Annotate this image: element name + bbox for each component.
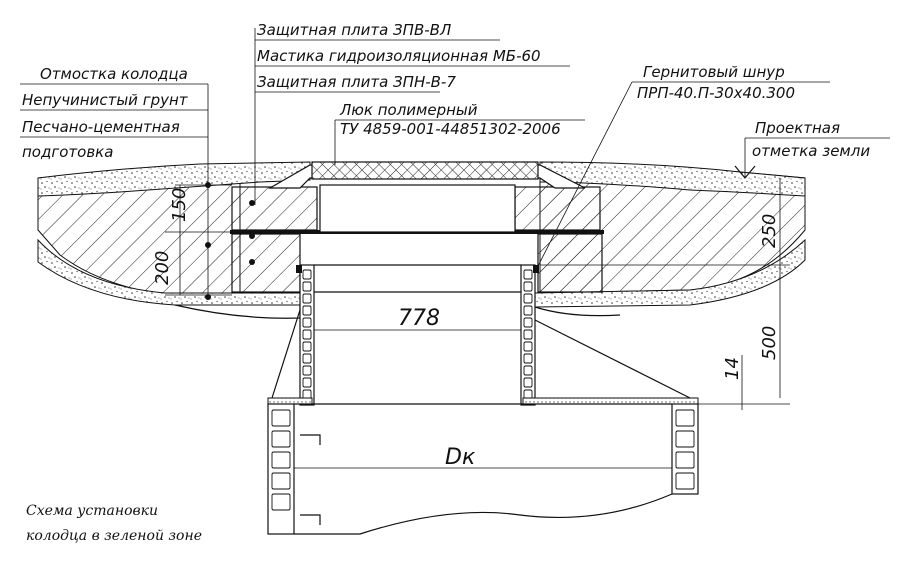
label-sand-cement-2: подготовка xyxy=(22,143,113,161)
caption-line-2: колодца в зеленой зоне xyxy=(26,528,202,544)
ring-cell xyxy=(523,281,533,292)
ring-cell xyxy=(523,293,533,304)
ring-cell xyxy=(271,451,291,469)
chamber-cells-right xyxy=(675,409,695,490)
ring-cell xyxy=(302,329,312,340)
slope-line-left xyxy=(271,309,301,399)
chamber-cells-left xyxy=(271,409,291,511)
label-blind-area: Отмостка колодца xyxy=(40,65,188,83)
label-protective-plate-zpn: Защитная плита ЗПН-В-7 xyxy=(257,73,456,91)
ring-cell xyxy=(302,281,312,292)
gernit-cord-left xyxy=(296,265,302,273)
ring-cell xyxy=(675,451,695,469)
ring-cell xyxy=(523,341,533,352)
sand-bottom-edge xyxy=(174,304,301,319)
dim-150: 150 xyxy=(169,188,190,222)
ring-cell xyxy=(302,305,312,316)
label-ground-level-1: Проектная xyxy=(755,119,840,137)
sand-bottom-edge-right xyxy=(534,306,621,317)
ring-cell xyxy=(523,377,533,388)
ring-cell xyxy=(302,317,312,328)
label-ground-level-2: отметка земли xyxy=(752,142,870,160)
base-slab-left xyxy=(267,397,313,405)
ring-cell xyxy=(302,341,312,352)
slope-line-right xyxy=(534,319,691,399)
ring-cell xyxy=(271,409,291,427)
label-sand-cement-1: Песчано-цементная xyxy=(22,118,180,136)
upper-plate-right xyxy=(514,186,601,231)
ring-cell xyxy=(675,409,695,427)
lower-plate-left xyxy=(231,233,301,293)
dim-500: 500 xyxy=(759,326,780,360)
ring-cell xyxy=(271,472,291,490)
label-gernit-1: Гернитовый шнур xyxy=(643,63,785,81)
ring-cell xyxy=(523,317,533,328)
ring-cell xyxy=(523,269,533,280)
dim-250: 250 xyxy=(759,214,780,248)
chamber-break-line xyxy=(294,493,673,535)
dim-200: 200 xyxy=(152,251,173,285)
label-non-heaving-soil: Непучинистый грунт xyxy=(22,91,189,109)
dim-14: 14 xyxy=(722,357,743,380)
leader-gernit xyxy=(536,81,633,269)
gernit-cord-right xyxy=(533,265,539,273)
hatch-neck xyxy=(319,184,516,233)
sand-cement-layer-right xyxy=(534,238,806,308)
sand-cement-layer xyxy=(37,238,301,306)
dim-dk: Dк xyxy=(445,445,476,470)
ring-cell xyxy=(302,353,312,364)
caption-line-1: Схема установки xyxy=(26,503,158,519)
blind-area-layer-right xyxy=(539,161,806,197)
ring-cell xyxy=(675,472,695,490)
ring-cell xyxy=(302,269,312,280)
lower-plate-right xyxy=(537,233,603,293)
ring-cell xyxy=(302,293,312,304)
upper-plate-left xyxy=(231,186,318,231)
ring-cell xyxy=(523,353,533,364)
well-ring-cells xyxy=(302,269,533,400)
label-mastic: Мастика гидроизоляционная МБ-60 xyxy=(257,47,541,65)
base-slab-right xyxy=(522,397,699,405)
ring-cell xyxy=(302,377,312,388)
label-hatch: Люк полимерный xyxy=(339,101,478,119)
ring-cell xyxy=(271,430,291,448)
hatch-cover xyxy=(311,161,539,180)
ground-level-mark xyxy=(734,165,756,179)
label-protective-plate-zpv: Защитная плита ЗПВ-ВЛ xyxy=(257,21,451,39)
label-hatch-spec: ТУ 4859-001-44851302-2006 xyxy=(340,120,561,138)
dim-778: 778 xyxy=(398,306,440,331)
ring-cell xyxy=(271,493,291,511)
chamber-steps xyxy=(300,434,321,525)
ring-cell xyxy=(523,329,533,340)
ring-cell xyxy=(523,305,533,316)
ring-cell xyxy=(302,365,312,376)
ring-cell xyxy=(523,365,533,376)
label-gernit-2: ПРП-40.П-30х40.300 xyxy=(637,84,795,102)
ring-cell xyxy=(675,430,695,448)
